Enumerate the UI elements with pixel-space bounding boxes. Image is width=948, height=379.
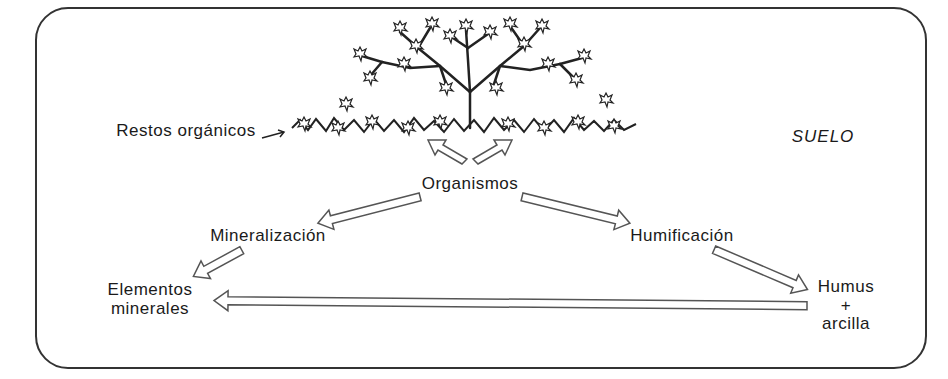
part-label: Restos orgánicos [116, 122, 256, 141]
node-text: Humificación [607, 227, 757, 246]
region-label: SUELO [768, 128, 878, 147]
node-text: Organismos [405, 175, 535, 194]
decomposition-arrows [428, 140, 512, 164]
leaf-litter [292, 115, 636, 135]
process-arrow [193, 247, 243, 279]
litter-pointer [262, 130, 284, 138]
node-text: Humus + arcilla [815, 278, 877, 334]
process-label: Humificación [605, 225, 759, 248]
process-arrow [713, 246, 808, 293]
process-arrow [521, 193, 630, 230]
tree-leaves [340, 17, 613, 111]
process-label: Elementos minerales [92, 279, 208, 320]
process-arrow [214, 291, 807, 311]
process-label: Humus + arcilla [813, 276, 879, 336]
node-text: Elementos minerales [94, 281, 206, 318]
process-label: Mineralización [186, 225, 350, 248]
soil-frame [36, 8, 926, 368]
node-text: Mineralización [188, 227, 348, 246]
process-arrow [318, 193, 421, 229]
tree-branches [362, 26, 582, 128]
process-label: Organismos [403, 173, 537, 196]
